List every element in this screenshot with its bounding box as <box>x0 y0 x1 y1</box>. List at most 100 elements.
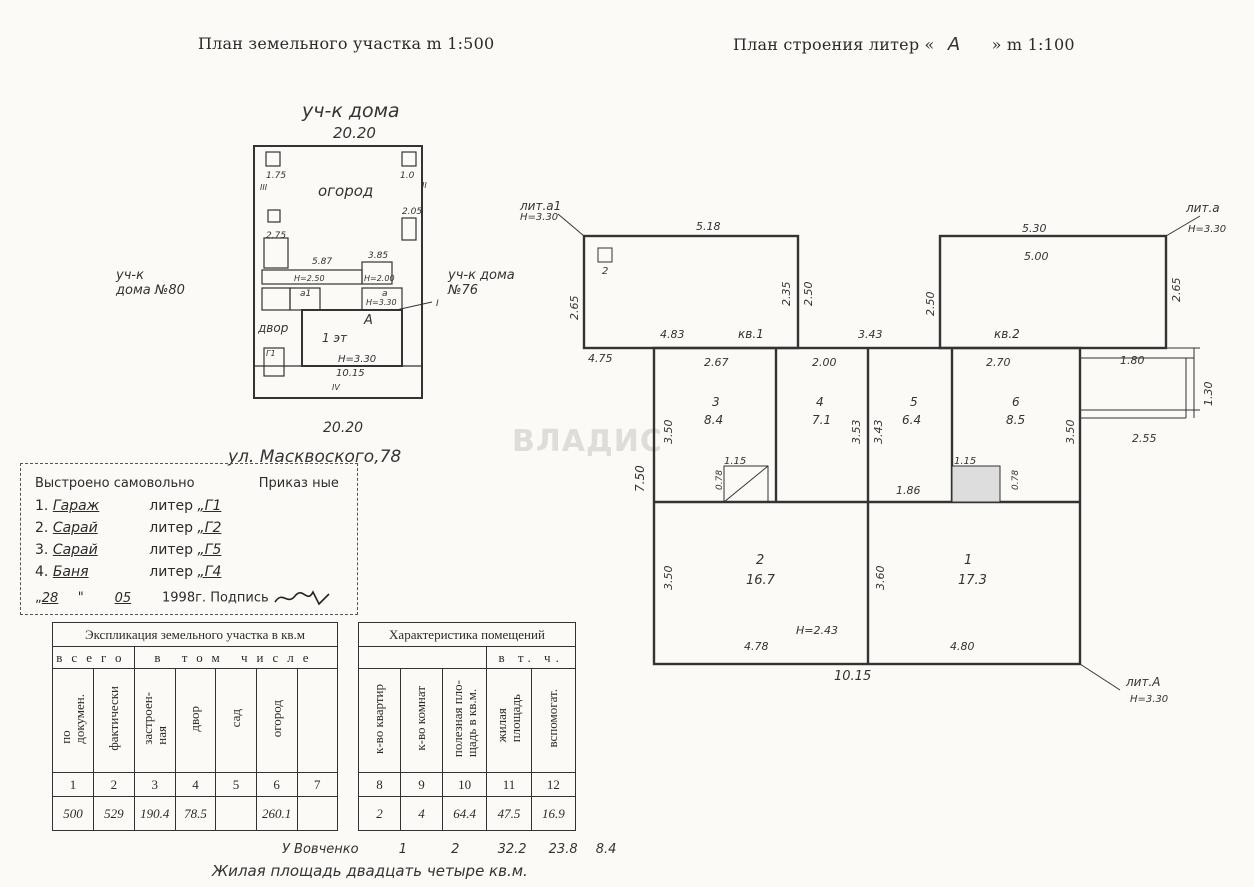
land-num: 7 <box>296 772 339 797</box>
lit-A-label: лит.А <box>1125 675 1160 689</box>
stamp-word: литер <box>149 520 193 536</box>
dim-r3-h: 3.50 <box>662 420 675 445</box>
house-letter-label: А <box>363 313 373 328</box>
dim-a2-left: 2.50 <box>924 292 937 317</box>
rooms-table-blank <box>357 646 488 669</box>
stamp-word: литер <box>149 542 193 558</box>
land-label-top: уч-к дома <box>302 100 400 122</box>
land-mark-h200: Н=2.00 <box>364 274 395 283</box>
land-mark-a1: а1 <box>300 289 311 299</box>
shed-bottom-left <box>263 347 285 377</box>
stamp-num: 3. <box>35 542 49 558</box>
stamp-row-4: 4. Баня литер „Г4 <box>35 564 221 580</box>
land-table-title: Экспликация земельного участка в кв.м <box>52 622 338 647</box>
stamp-name: Сарай <box>52 520 98 536</box>
dim-a2-right: 2.65 <box>1170 278 1183 303</box>
stamp-letter: „Г4 <box>197 564 222 580</box>
stamp-name: Баня <box>52 564 89 580</box>
land-dim-1: 1.0 <box>400 171 415 181</box>
stamp-row-1: 1. Гараж литер „Г1 <box>35 498 221 514</box>
room-4-num: 4 <box>816 395 824 409</box>
land-mark-h250: Н=2.50 <box>294 274 325 283</box>
room-5-area: 6.4 <box>902 413 921 427</box>
stamp-date-day: 28 <box>41 590 59 606</box>
stamp-name: Гараж <box>52 498 100 514</box>
dim-r1-bottom: 4.80 <box>950 640 975 653</box>
land-value <box>215 796 257 831</box>
rooms-table-title: Характеристика помещений <box>358 622 576 647</box>
stamp-letter: „Г1 <box>197 498 222 514</box>
garden-label: огород <box>318 182 373 200</box>
land-boundary <box>253 145 423 399</box>
land-mark-a: а <box>382 289 388 299</box>
land-explication-table: Экспликация земельного участка в кв.м вс… <box>52 622 339 831</box>
dim-r5-h: 3.43 <box>872 420 885 445</box>
kv2-label: кв.2 <box>994 327 1020 341</box>
rooms-value: 64.4 <box>441 796 488 831</box>
dim-hall-l-h: 0.78 <box>715 470 725 490</box>
dim-hall-r: 1.15 <box>954 456 976 467</box>
stamp-num: 4. <box>35 564 49 580</box>
entry-line <box>395 301 433 311</box>
land-num: 6 <box>255 772 298 797</box>
rooms-num: 12 <box>530 772 577 797</box>
dim-r2-bottom: 4.78 <box>744 640 769 653</box>
dim-mid-center: 3.43 <box>858 328 883 341</box>
stamp-word: литер <box>149 564 193 580</box>
room-3-num: 3 <box>712 395 720 409</box>
shed-g5 <box>263 237 289 269</box>
land-table-group-total: всего <box>52 646 135 669</box>
stamp-word: литер <box>149 498 193 514</box>
rooms-col-1: к-во комнат <box>399 668 443 773</box>
land-value: 190.4 <box>133 796 176 831</box>
dim-r5-bottom: 1.86 <box>896 484 921 497</box>
building-plan-letter: А <box>947 34 961 55</box>
land-num: 5 <box>215 772 257 797</box>
land-col-4: сад <box>215 668 257 773</box>
annex-a1-walls <box>582 234 800 350</box>
land-dim-5: 3.85 <box>368 251 388 261</box>
room-6-num: 6 <box>1012 395 1020 409</box>
dim-hall-l: 1.15 <box>724 456 746 467</box>
house-floor-label: 1 эт <box>322 331 348 345</box>
extra-row-val: 23.8 <box>548 842 578 857</box>
land-label-right: уч-к дома №76 <box>448 268 515 298</box>
floor-plan-drawing: лит.а1 Н=3.30 лит.а Н=3.30 лит.А Н=3.30 … <box>519 199 1226 705</box>
land-col-1: фактически <box>92 668 135 773</box>
shed-g3 <box>267 209 281 223</box>
room-2-num: 2 <box>756 553 764 568</box>
dim-total-h: 7.50 <box>633 465 647 492</box>
dim-r3-top: 2.67 <box>704 356 729 369</box>
room-3-area: 8.4 <box>704 413 723 427</box>
dim-r6-h: 3.50 <box>1064 420 1077 445</box>
lit-a-height: Н=3.30 <box>1188 224 1226 235</box>
shed-g1 <box>265 151 281 167</box>
extra-row-val: 2 <box>451 842 460 857</box>
outbuilding-left <box>261 287 291 311</box>
land-num: 3 <box>133 772 176 797</box>
room-1-num: 1 <box>964 553 972 568</box>
dim-r4-top: 2.00 <box>812 356 837 369</box>
rooms-col-0: к-во квартир <box>358 668 401 773</box>
street-label: ул. Масквоского,78 <box>228 447 402 467</box>
lit-A-height: Н=3.30 <box>1130 694 1168 705</box>
land-mark-iv: IV <box>332 383 340 392</box>
yard-label: двор <box>257 321 289 335</box>
extra-row-owner: У Вовченко <box>282 842 359 857</box>
total-width-label: 10.15 <box>834 669 871 684</box>
unauthorized-construction-stamp: Выстроено самовольно Приказ ные 1. Гараж… <box>20 463 358 615</box>
dim-right-ext3: 1.30 <box>1202 382 1215 407</box>
lit-a-label: лит.а <box>1185 201 1220 215</box>
extra-row-val: 8.4 <box>595 842 617 857</box>
stamp-date-month: 05 <box>114 590 132 606</box>
land-dim-9: 10.15 <box>336 368 365 379</box>
land-value: 78.5 <box>174 796 217 831</box>
dim-r1-h: 3.60 <box>874 566 887 591</box>
land-num: 4 <box>174 772 217 797</box>
land-mark-h330: Н=3.30 <box>366 298 397 307</box>
rooms-value: 2 <box>358 796 401 831</box>
footer-note: Жилая площадь двадцать четыре кв.м. <box>212 862 528 880</box>
dim-a1-left: 2.65 <box>568 296 581 321</box>
dim-mid-left: 4.83 <box>660 328 685 341</box>
land-value: 529 <box>92 796 135 831</box>
